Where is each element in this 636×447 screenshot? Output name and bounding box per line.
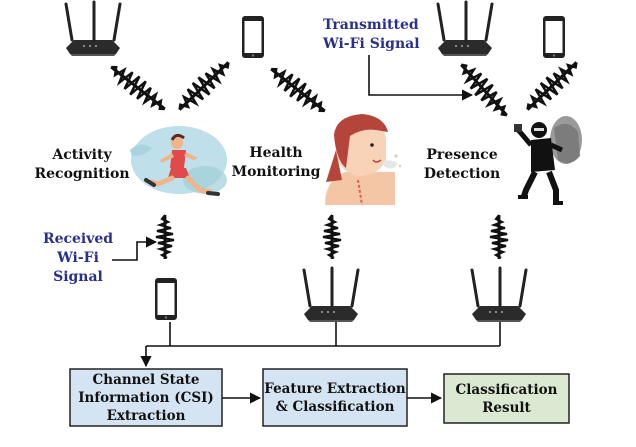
signal-wave-icon-4 <box>452 56 516 124</box>
signal-wave-icon-3 <box>263 59 333 121</box>
signal-wave-icon-8 <box>488 213 510 261</box>
result-box-bg <box>443 373 570 424</box>
intruder-illustration <box>514 116 582 205</box>
signal-wave-icon-2 <box>171 53 237 119</box>
csi-box-bg <box>69 368 223 427</box>
router-icon-top-right <box>436 0 494 58</box>
signal-wave-icon-5 <box>519 53 585 119</box>
runner-illustration <box>130 126 227 196</box>
coughing-person-illustration <box>325 114 402 206</box>
feature-extraction-box: Feature Extraction& Classification <box>264 380 406 415</box>
signal-wave-icon-1 <box>103 57 173 119</box>
smartphone-icon-top <box>242 16 264 58</box>
transmitted-arrow <box>368 55 474 101</box>
router-icon-top-left <box>64 0 122 58</box>
signal-wave-icon-7 <box>321 213 343 261</box>
signal-wave-icon-6 <box>154 213 176 261</box>
received-arrow <box>112 236 158 261</box>
router-icon-receiver-mid <box>302 266 360 324</box>
smartphone-icon-receiver <box>155 278 177 320</box>
feature-box-bg <box>262 368 408 427</box>
receiver-connectors <box>146 322 501 347</box>
router-icon-receiver-right <box>470 266 528 324</box>
smartphone-icon-top-right <box>543 16 565 58</box>
